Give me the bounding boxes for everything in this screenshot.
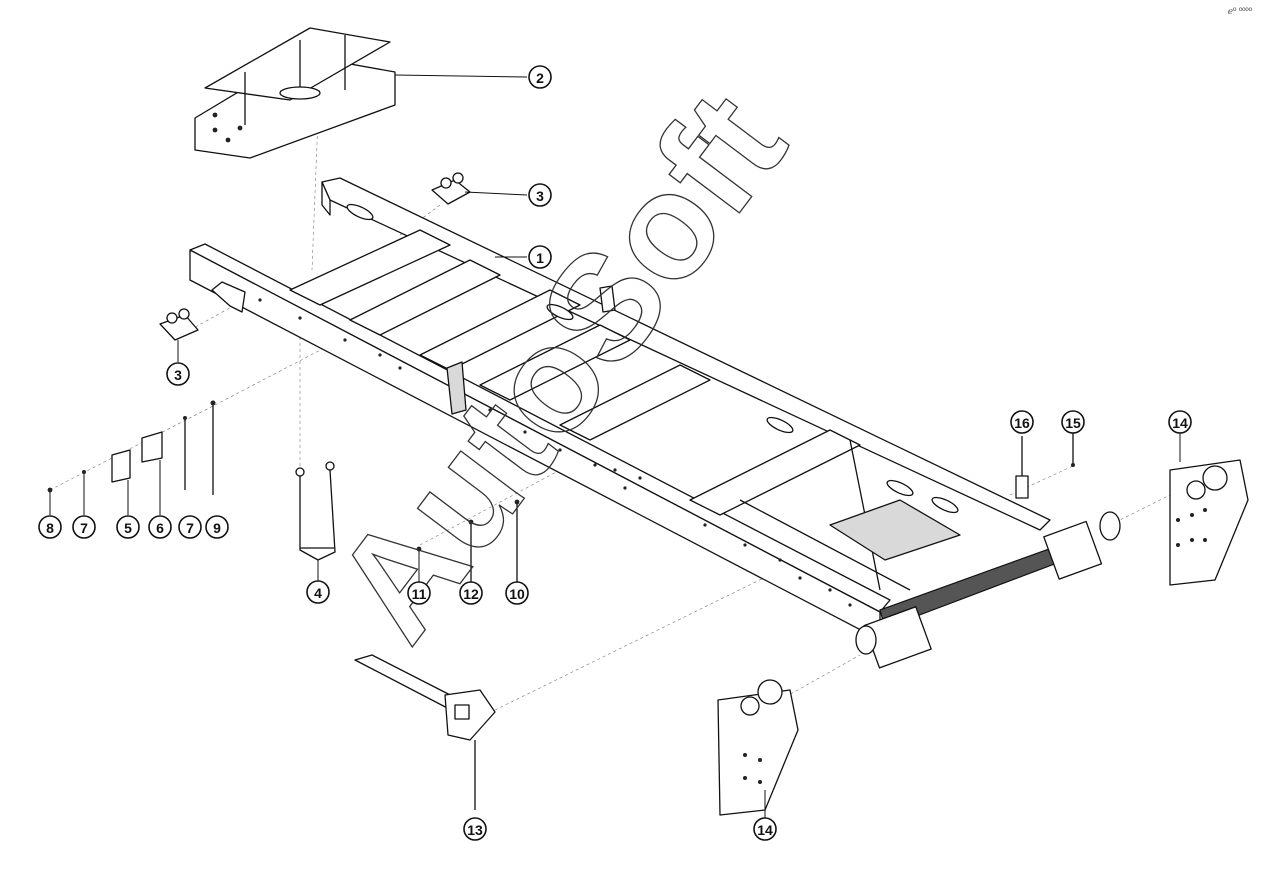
callout-label: 15 <box>1065 415 1081 431</box>
callout-circle <box>205 515 229 539</box>
callout-circle <box>1061 410 1085 434</box>
part-14-hanger-left <box>717 679 799 816</box>
callout-label: 14 <box>757 822 773 838</box>
callout-circle <box>505 581 529 605</box>
callout-circle <box>178 515 202 539</box>
leader-lines <box>49 74 1181 818</box>
callout-label: 5 <box>124 520 132 536</box>
callout-3: 3 <box>528 183 552 207</box>
callout-3: 3 <box>166 362 190 386</box>
callout-4: 4 <box>306 580 330 604</box>
callout-label: 7 <box>80 520 88 536</box>
callout-circle <box>753 817 777 841</box>
callout-circle <box>528 65 552 89</box>
callout-label: 12 <box>463 586 479 602</box>
callout-circle <box>116 515 140 539</box>
corner-mark: ℯº ºººº <box>1227 6 1252 16</box>
callout-circle <box>306 580 330 604</box>
callout-16: 16 <box>1010 410 1034 434</box>
callout-7: 7 <box>178 515 202 539</box>
callout-7: 7 <box>72 515 96 539</box>
part-3-clamp-upper <box>431 172 471 205</box>
callout-label: 4 <box>314 585 322 601</box>
callout-label: 2 <box>536 70 544 86</box>
part-3-clamp-lower <box>159 308 199 341</box>
part-14-hanger-right <box>1169 459 1249 586</box>
callout-15: 15 <box>1061 410 1085 434</box>
rear-axle <box>855 511 1121 669</box>
callout-circle <box>459 581 483 605</box>
part-13-lever <box>354 654 496 810</box>
callout-label: 6 <box>156 520 164 536</box>
callout-circle <box>1010 410 1034 434</box>
callout-label: 11 <box>412 586 427 602</box>
small-hardware <box>47 400 216 495</box>
callout-9: 9 <box>205 515 229 539</box>
callout-circle <box>407 581 431 605</box>
callout-14: 14 <box>753 817 777 841</box>
callout-10: 10 <box>505 581 529 605</box>
callout-label: 8 <box>46 520 54 536</box>
callout-label: 3 <box>536 188 544 204</box>
callout-circle <box>528 183 552 207</box>
callout-circle <box>166 362 190 386</box>
callout-5: 5 <box>116 515 140 539</box>
callout-13: 13 <box>463 817 487 841</box>
callout-14: 14 <box>1168 410 1192 434</box>
callout-11: 11 <box>407 581 431 605</box>
callout-2: 2 <box>528 65 552 89</box>
callout-circle <box>148 515 172 539</box>
callout-12: 12 <box>459 581 483 605</box>
callout-6: 6 <box>148 515 172 539</box>
callout-label: 9 <box>213 520 221 536</box>
callout-label: 13 <box>467 822 483 838</box>
callout-circle <box>463 817 487 841</box>
callout-circle <box>528 245 552 269</box>
callout-label: 1 <box>536 250 544 266</box>
parts-15-16 <box>1015 430 1075 499</box>
callout-circle <box>72 515 96 539</box>
callout-label: 10 <box>509 586 525 602</box>
part-2-carrier <box>194 27 396 159</box>
callout-label: 14 <box>1172 415 1188 431</box>
callout-circle <box>1168 410 1192 434</box>
callout-8: 8 <box>38 515 62 539</box>
callout-1: 1 <box>528 245 552 269</box>
bolts-10-12 <box>416 499 520 585</box>
callout-label: 3 <box>174 367 182 383</box>
callout-label: 7 <box>186 520 194 536</box>
alignment-lines <box>49 117 1171 711</box>
main-frame <box>189 177 1051 641</box>
callout-label: 16 <box>1014 415 1030 431</box>
callout-circle <box>38 515 62 539</box>
